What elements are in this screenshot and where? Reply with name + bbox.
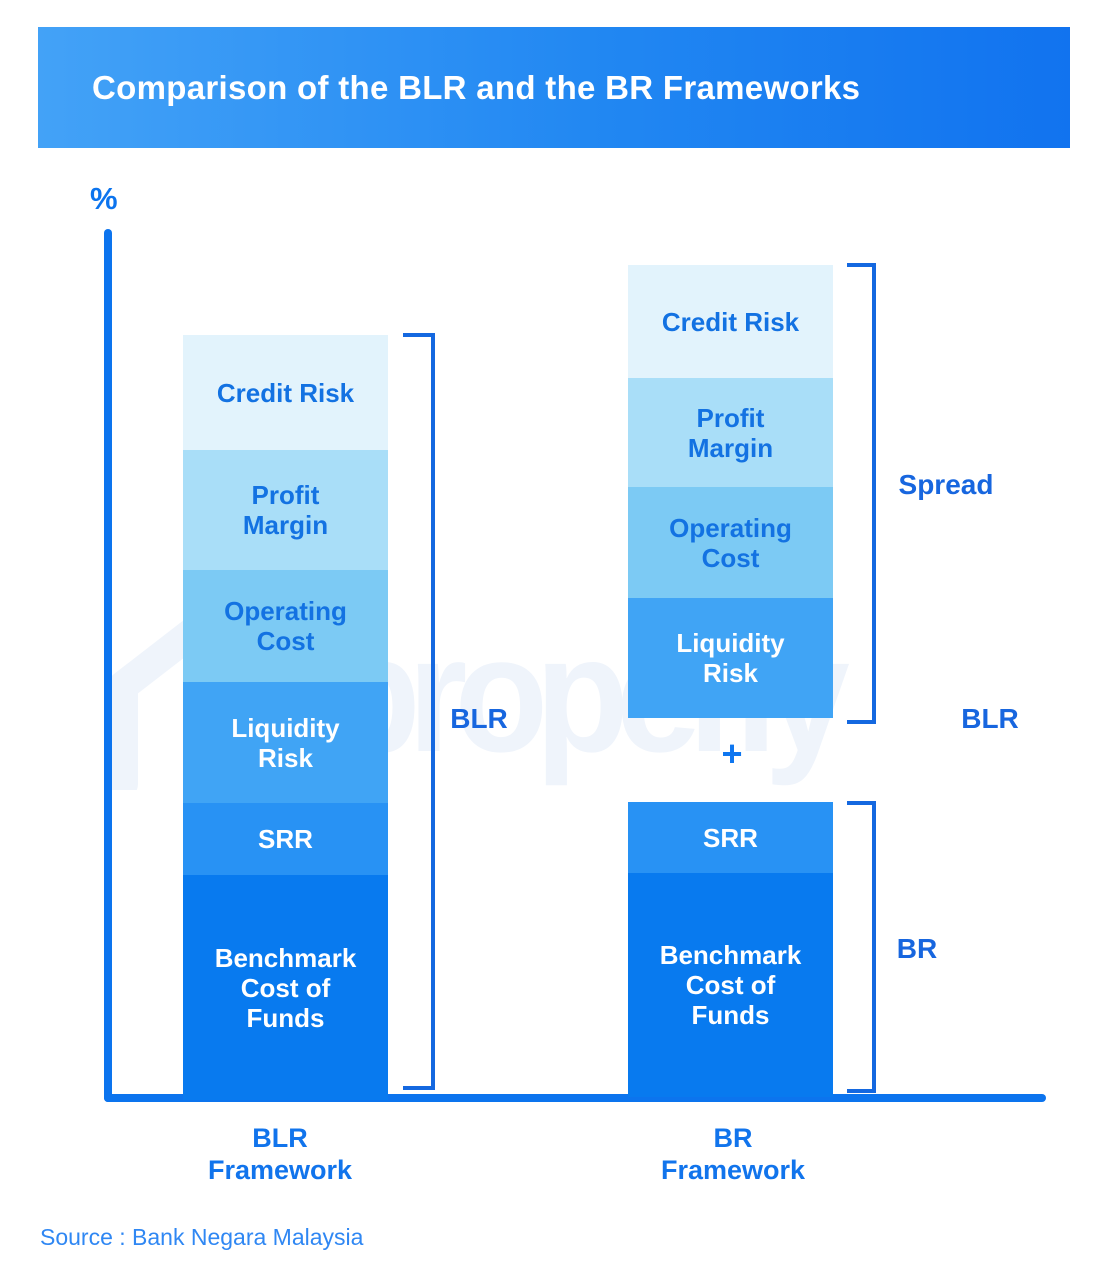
segment-srr: SRR	[183, 803, 388, 875]
segment-profit-margin: Profit Margin	[628, 378, 833, 487]
segment-credit-risk: Credit Risk	[628, 265, 833, 378]
spread-bracket	[847, 263, 876, 724]
segment-label: Liquidity Risk	[676, 628, 785, 688]
blr-sum-label: BLR	[961, 703, 1019, 734]
x-label-line: Framework	[207, 1155, 353, 1185]
segment-label: Benchmark Cost of Funds	[659, 940, 802, 1030]
blr-bracket-label: BLR	[450, 703, 508, 734]
x-axis-line	[104, 1094, 1046, 1102]
segment-label: Operating Cost	[669, 512, 792, 573]
segment-operating-cost: Operating Cost	[628, 487, 833, 598]
br-framework-br-bar: SRR Benchmark Cost of Funds	[628, 802, 833, 1097]
segment-label: Profit Margin	[687, 402, 774, 463]
segment-label: Credit Risk	[216, 377, 355, 408]
x-label-line: BR	[713, 1123, 753, 1153]
segment-operating-cost: Operating Cost	[183, 570, 388, 682]
segment-label: SRR	[258, 824, 313, 854]
segment-benchmark-cost-of-funds: Benchmark Cost of Funds	[183, 875, 388, 1100]
x-label-br-framework: BR Framework	[583, 1122, 883, 1186]
header-banner: Comparison of the BLR and the BR Framewo…	[38, 27, 1070, 148]
segment-liquidity-risk: Liquidity Risk	[628, 598, 833, 718]
plus-sign: +	[721, 733, 743, 774]
segment-label: Benchmark Cost of Funds	[214, 942, 357, 1033]
segment-credit-risk: Credit Risk	[183, 335, 388, 450]
segment-label: Operating Cost	[224, 596, 347, 656]
segment-label: SRR	[703, 822, 758, 853]
x-label-line: Framework	[660, 1155, 806, 1185]
br-framework-spread-bar: Credit Risk Profit Margin Operating Cost…	[628, 265, 833, 718]
br-bracket-label: BR	[896, 933, 938, 964]
segment-liquidity-risk: Liquidity Risk	[183, 682, 388, 803]
segment-label: Credit Risk	[661, 306, 800, 337]
br-bracket	[847, 801, 876, 1093]
segment-profit-margin: Profit Margin	[183, 450, 388, 570]
blr-framework-stacked-bar: Credit Risk Profit Margin Operating Cost…	[183, 335, 388, 1100]
blr-bracket	[403, 333, 435, 1090]
spread-bracket-label: Spread	[898, 469, 994, 500]
y-axis-line	[104, 229, 112, 1102]
x-label-line: BLR	[252, 1123, 308, 1153]
segment-label: Profit Margin	[242, 480, 329, 540]
segment-srr: SRR	[628, 802, 833, 873]
source-note: Source : Bank Negara Malaysia	[40, 1224, 364, 1250]
page-title: Comparison of the BLR and the BR Framewo…	[92, 68, 861, 106]
segment-benchmark-cost-of-funds: Benchmark Cost of Funds	[628, 873, 833, 1097]
y-axis-unit-label: %	[90, 181, 118, 216]
x-label-blr-framework: BLR Framework	[130, 1122, 430, 1186]
segment-label: Liquidity Risk	[231, 712, 340, 773]
